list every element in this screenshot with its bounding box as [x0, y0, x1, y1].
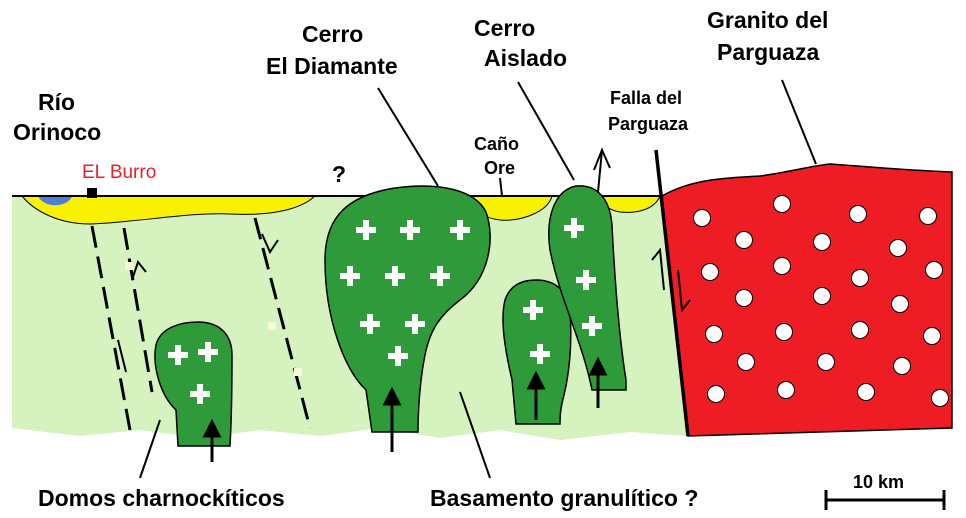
label-cerro-diamante-2: El Diamante: [266, 53, 398, 79]
label-cerro-aislado-1: Cerro: [474, 15, 535, 41]
label-ore: Ore: [484, 158, 515, 178]
fault-gap-marker: [268, 322, 276, 330]
label-question: ?: [332, 161, 346, 187]
granite-circle-icon: [706, 326, 723, 343]
label-cano: Caño: [474, 134, 519, 154]
granite-circle-icon: [818, 354, 835, 371]
granite-circle-icon: [776, 324, 793, 341]
granite-circle-icon: [738, 354, 755, 371]
label-el-burro: EL Burro: [82, 162, 156, 183]
granite-circle-icon: [814, 234, 831, 251]
label-falla-2: Parguaza: [608, 114, 689, 134]
granite-circle-icon: [892, 296, 909, 313]
granite-circle-icon: [736, 290, 753, 307]
granite-circle-icon: [852, 270, 869, 287]
label-cerro-aislado-2: Aislado: [484, 45, 567, 71]
granite-circle-icon: [924, 328, 941, 345]
label-orinoco: Orinoco: [13, 119, 101, 145]
label-domos: Domos charnockíticos: [38, 485, 285, 511]
leader-line: [782, 80, 816, 164]
el-burro-marker: [87, 188, 97, 198]
label-scale: 10 km: [853, 472, 904, 492]
label-rio: Río: [38, 89, 75, 115]
fault-gap-marker: [294, 368, 302, 376]
leader-line: [518, 82, 574, 180]
granite-circle-icon: [702, 264, 719, 281]
granite-circle-icon: [920, 208, 937, 225]
leader-line: [378, 88, 438, 186]
label-granito-2: Parguaza: [717, 39, 819, 65]
granite-circle-icon: [852, 322, 869, 339]
granite-circle-icon: [858, 384, 875, 401]
parguaza-granite: [662, 164, 952, 436]
granite-circle-icon: [890, 240, 907, 257]
granite-circle-icon: [850, 206, 867, 223]
leader-line: [500, 178, 502, 196]
granite-circle-icon: [814, 288, 831, 305]
granite-circle-icon: [778, 382, 795, 399]
label-cerro-diamante-1: Cerro: [302, 21, 363, 47]
label-granito-1: Granito del: [707, 7, 828, 33]
granite-circle-icon: [894, 358, 911, 375]
granite-circle-icon: [694, 210, 711, 227]
granite-circle-icon: [774, 196, 791, 213]
granite-circle-icon: [774, 258, 791, 275]
granite-circle-icon: [932, 390, 949, 407]
fault-gap-marker: [125, 262, 133, 270]
label-basamento: Basamento granulítico ?: [430, 485, 698, 511]
granite-circle-icon: [926, 262, 943, 279]
granite-circle-icon: [708, 386, 725, 403]
label-falla-1: Falla del: [610, 88, 682, 108]
granite-circle-icon: [736, 232, 753, 249]
